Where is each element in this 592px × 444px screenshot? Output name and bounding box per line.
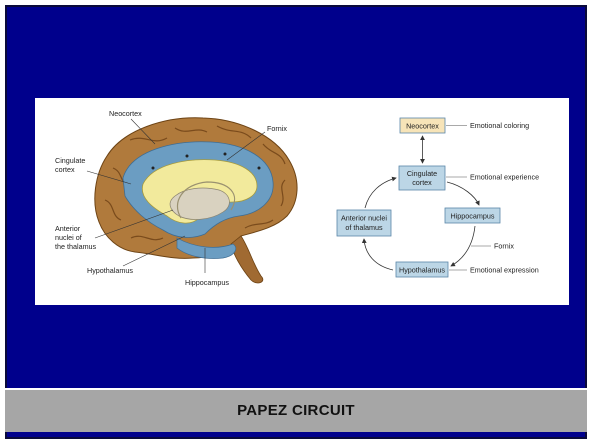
label-anterior-2: nuclei of: [55, 233, 82, 242]
label-hippocampus: Hippocampus: [185, 278, 229, 287]
circuit-anterior-text-1: Anterior nuclei: [341, 214, 387, 223]
annotation-fornix: Fornix: [494, 242, 514, 251]
brain-illustration: [95, 118, 297, 283]
circuit-hypothalamus-text: Hypothalamus: [399, 266, 445, 275]
circuit-anterior-text-2: of thalamus: [345, 223, 383, 232]
caption-bar: PAPEZ CIRCUIT: [5, 388, 587, 432]
marker-dot: [152, 167, 155, 170]
annotation-emotional-coloring: Emotional coloring: [470, 121, 529, 130]
label-neocortex: Neocortex: [109, 109, 142, 118]
brainstem: [231, 236, 263, 283]
label-anterior-3: the thalamus: [55, 242, 97, 251]
circuit-cingulate-text-2: cortex: [412, 178, 432, 187]
circuit-neocortex-text: Neocortex: [406, 122, 439, 131]
arrow-cingulate-hippocampus: [447, 182, 479, 205]
arrow-hypothalamus-anterior: [364, 239, 393, 270]
arrow-anterior-cingulate: [365, 178, 396, 208]
marker-dot: [258, 167, 261, 170]
annotation-emotional-experience: Emotional experience: [470, 173, 539, 182]
circuit-cingulate-text-1: Cingulate: [407, 169, 437, 178]
circuit-hippocampus-text: Hippocampus: [451, 212, 495, 221]
slide-title: PAPEZ CIRCUIT: [5, 402, 587, 419]
circuit-diagram: Neocortex Cingulate cortex Hippocampus A…: [337, 118, 539, 277]
label-cingulate-2: cortex: [55, 165, 75, 174]
label-hypothalamus: Hypothalamus: [87, 266, 133, 275]
label-cingulate-1: Cingulate: [55, 156, 85, 165]
annotation-emotional-expression: Emotional expression: [470, 266, 539, 275]
label-anterior-1: Anterior: [55, 224, 81, 233]
marker-dot: [186, 155, 189, 158]
papez-figure: Neocortex Fornix Cingulate cortex Anteri…: [35, 98, 569, 305]
figure-canvas: Neocortex Fornix Cingulate cortex Anteri…: [35, 98, 569, 305]
label-fornix: Fornix: [267, 124, 287, 133]
marker-dot: [224, 153, 227, 156]
